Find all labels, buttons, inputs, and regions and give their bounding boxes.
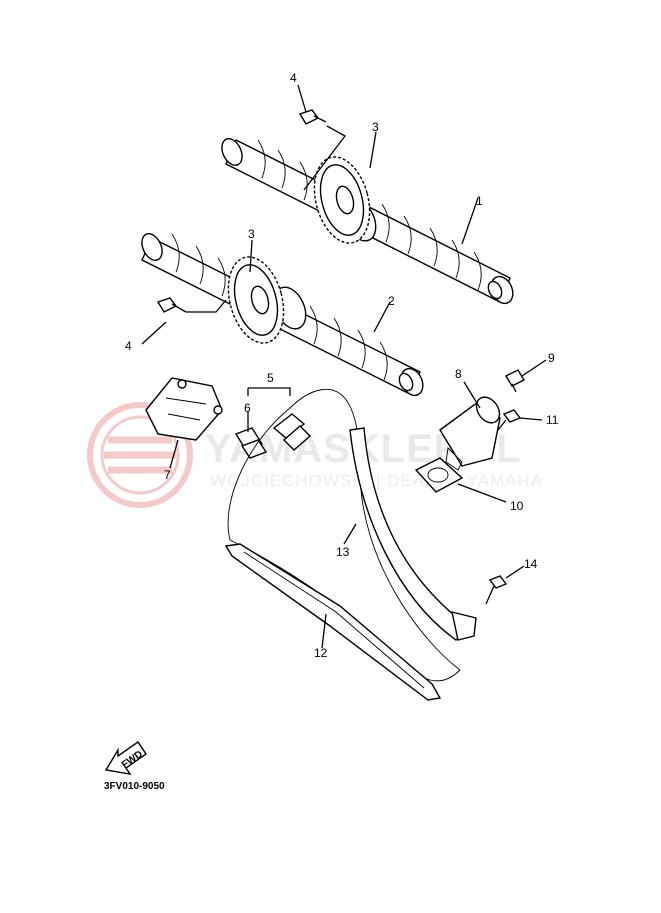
- cam-sprocket-lower: [227, 256, 285, 344]
- callout-7: 7: [164, 468, 171, 482]
- sprocket-bolt-lower: [156, 297, 187, 313]
- chain-guide-bolt: [485, 575, 508, 605]
- callout-2: 2: [388, 294, 395, 308]
- leader-lines: [141, 84, 547, 649]
- callout-4-lower: 4: [125, 339, 132, 353]
- callout-8: 8: [455, 367, 462, 381]
- callout-4-upper: 4: [290, 71, 297, 85]
- watermark-logo-icon: [87, 402, 193, 508]
- sprocket-bolt-upper: [298, 109, 327, 125]
- tensioner-cap-bolt: [505, 369, 525, 393]
- watermark-subtitle: WOJCIECHOWSKI | DEALER YAMAHA: [210, 471, 543, 490]
- callout-3-lower: 3: [248, 227, 255, 241]
- chain-guide-intake: [349, 427, 477, 641]
- chain-tensioner: [439, 396, 501, 471]
- callout-6: 6: [244, 401, 251, 415]
- diagram-code: 3FV010-9050: [104, 781, 165, 792]
- chain-joint-left: [234, 427, 268, 459]
- tensioner-gasket: [414, 457, 464, 493]
- cam-sprocket-upper: [313, 156, 371, 244]
- callout-11: 11: [546, 413, 559, 427]
- callout-3-upper: 3: [372, 120, 379, 134]
- chain-guide-exhaust: [224, 543, 442, 701]
- callout-14: 14: [524, 557, 538, 571]
- fwd-arrow-icon: FWD: [104, 741, 147, 775]
- chain-guide-stopper: [145, 377, 223, 441]
- callout-5: 5: [267, 371, 274, 385]
- callout-1: 1: [476, 194, 483, 208]
- callout-12: 12: [314, 646, 328, 660]
- callout-9: 9: [548, 351, 555, 365]
- callout-10: 10: [510, 499, 524, 513]
- chain-joint-right: [272, 413, 312, 451]
- callout-13: 13: [336, 545, 350, 559]
